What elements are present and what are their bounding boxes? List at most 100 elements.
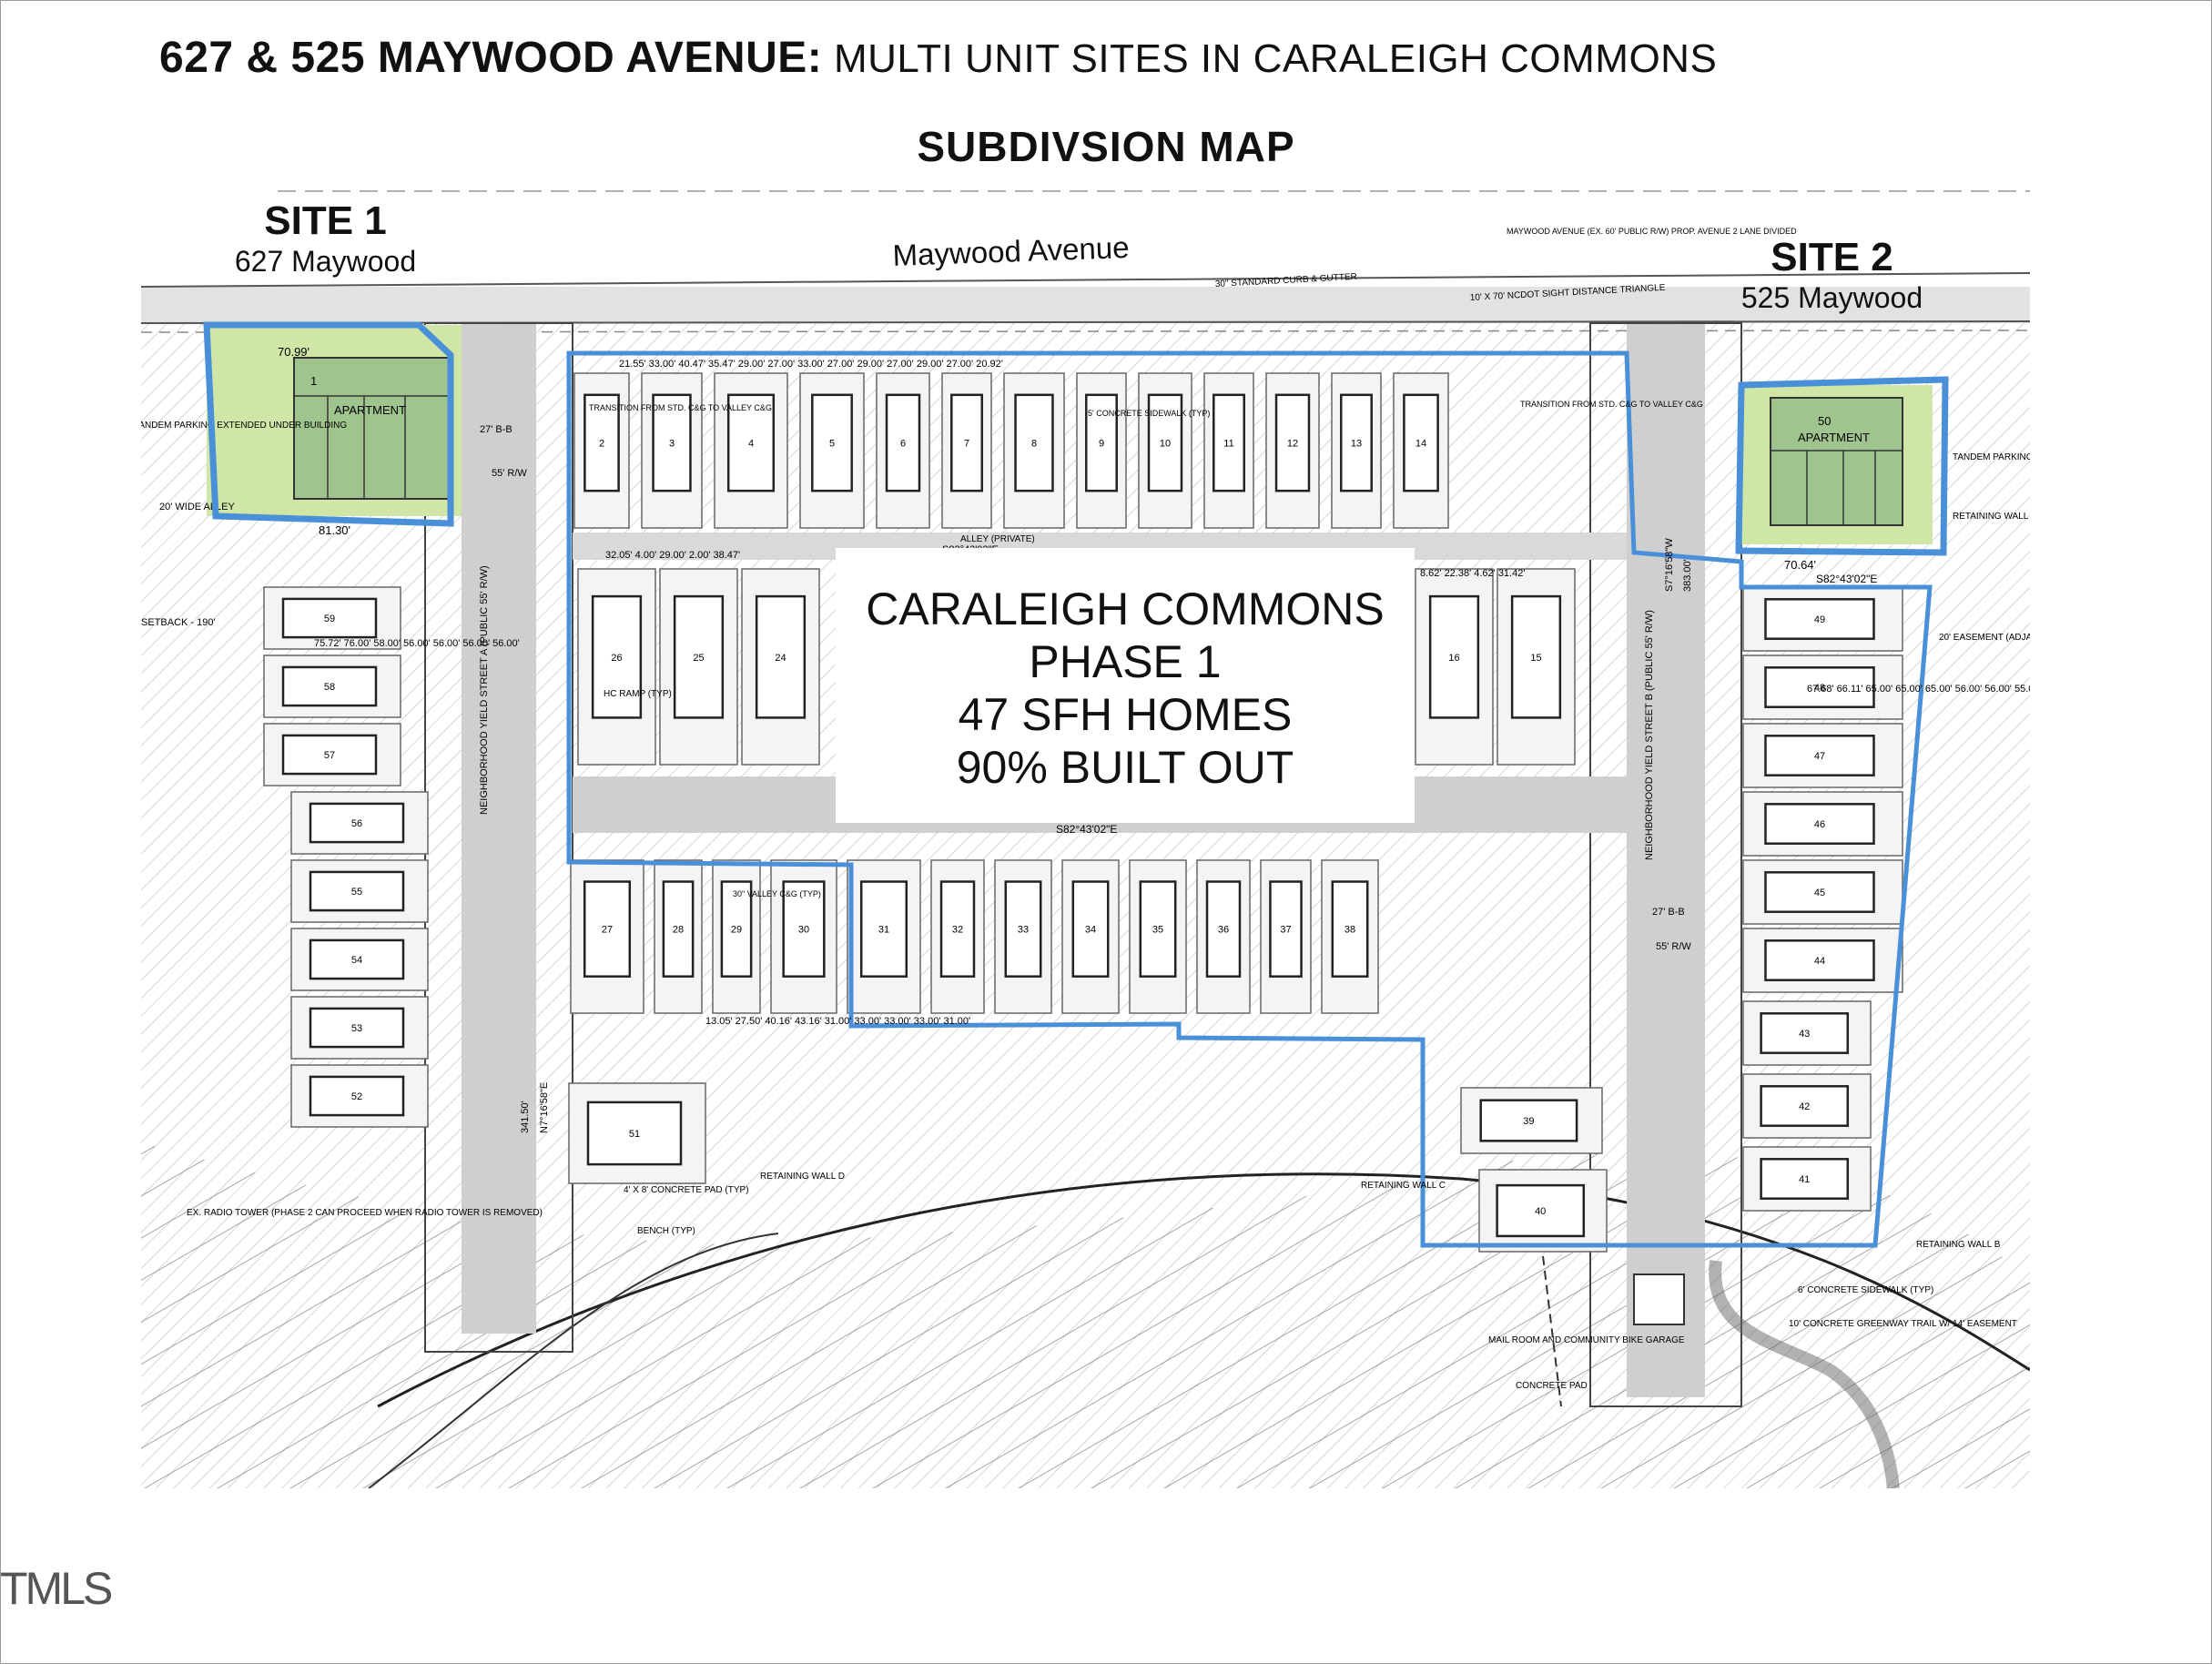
lot-number: 56: [351, 818, 362, 829]
lot-house: [309, 802, 405, 844]
lot-number: 27: [602, 925, 613, 936]
lot-house: [1403, 393, 1439, 492]
lot: 45: [1742, 859, 1903, 925]
svg-text:RETAINING WALL A: RETAINING WALL A: [1953, 512, 2030, 522]
lot-number: 54: [351, 955, 362, 966]
svg-text:5' CONCRETE SIDEWALK (TYP): 5' CONCRETE SIDEWALK (TYP): [1088, 409, 1210, 418]
phase-box-line-4: 90% BUILT OUT: [956, 742, 1294, 793]
svg-text:TANDEM PARKING EXTENDED UNDER: TANDEM PARKING EXTENDED UNDER BUILDING: [1953, 452, 2030, 462]
street-b: [1627, 323, 1705, 1397]
phase-box-line-2: PHASE 1: [1029, 636, 1222, 687]
lot-number: 34: [1085, 925, 1096, 936]
svg-text:32.05' 4.00' 29.00' 2.00: 32.05' 4.00' 29.00' 2.00' 38.47': [605, 550, 740, 561]
site1-boundary: [203, 321, 454, 527]
lot-house: [1085, 393, 1118, 492]
phase-box-line-3: 47 SFH HOMES: [958, 689, 1293, 740]
lot-house: [1147, 393, 1183, 492]
lot-number: 38: [1344, 925, 1355, 936]
lot-house: [950, 393, 983, 492]
site2-building-label: APARTMENT: [1798, 431, 1870, 444]
lot-number: 28: [673, 925, 684, 936]
lot: 37: [1260, 859, 1312, 1014]
lot-house: [885, 393, 921, 492]
lot-house: [662, 880, 695, 978]
radio-tower-easement: [377, 1172, 2030, 1408]
site2-lot-number: 50: [1818, 414, 1831, 428]
lot-number: 42: [1799, 1101, 1810, 1112]
lot: 41: [1742, 1146, 1872, 1212]
svg-text:RETAINING WALL C: RETAINING WALL C: [1361, 1181, 1446, 1191]
lot-number: 25: [693, 653, 704, 664]
svg-text:4' X 8' CONCRETE PAD (TYP): 4' X 8' CONCRETE PAD (TYP): [624, 1185, 749, 1195]
svg-text:N7°16'58"E: N7°16'58"E: [539, 1082, 550, 1133]
lot: 27: [570, 859, 644, 1014]
lot-house: [720, 880, 753, 978]
lot-house: [583, 880, 632, 978]
site2-title: SITE 2 525 Maywood: [1720, 235, 1943, 314]
lot-number: 30: [798, 925, 809, 936]
lot-house: [1510, 594, 1562, 719]
svg-text:6' CONCRETE SIDEWALK (TYP): 6' CONCRETE SIDEWALK (TYP): [1798, 1285, 1933, 1295]
lot-house: [309, 939, 405, 980]
svg-text:21.55' 33.00' 40.47' 35.: 21.55' 33.00' 40.47' 35.47' 29.00' 27.00…: [619, 359, 1003, 370]
svg-text:S82°43'02"E: S82°43'02"E: [1056, 823, 1117, 836]
lot-number: 16: [1448, 653, 1459, 664]
lot-house: [1071, 880, 1110, 978]
site1-building: [293, 357, 450, 500]
lot-number: 7: [964, 439, 969, 450]
lot-number: 5: [829, 439, 835, 450]
svg-text:EX. RADIO TOWER (PHASE 2 CAN P: EX. RADIO TOWER (PHASE 2 CAN PROCEED WHE…: [187, 1208, 543, 1218]
lot: 34: [1061, 859, 1120, 1014]
lot-house: [1764, 735, 1875, 776]
lot-house: [755, 594, 807, 719]
svg-text:20' WIDE ALLEY: 20' WIDE ALLEY: [159, 502, 235, 512]
lot: 58: [263, 654, 401, 718]
site1-address: 627 Maywood: [234, 244, 417, 278]
svg-text:MAIL ROOM AND COMMUNITY BIKE G: MAIL ROOM AND COMMUNITY BIKE GARAGE: [1488, 1335, 1685, 1345]
lot-house: [939, 880, 976, 978]
svg-text:55' R/W: 55' R/W: [492, 468, 527, 479]
lot-number: 51: [629, 1129, 640, 1140]
maywood-avenue-road: [141, 287, 2030, 323]
lot-number: 36: [1218, 925, 1229, 936]
site2-name: SITE 2: [1771, 235, 1893, 279]
lot: 59: [263, 586, 401, 650]
lot-number: 41: [1799, 1174, 1810, 1185]
lot-house: [652, 393, 692, 492]
lot-number: 24: [775, 653, 786, 664]
lot: 2: [573, 372, 630, 529]
svg-text:8.62' 22.38' 4.62' 31.42: 8.62' 22.38' 4.62' 31.42': [1420, 568, 1525, 579]
address-subtitle: MULTI UNIT SITES IN CARALEIGH COMMONS: [834, 36, 1718, 81]
lot: 46: [1742, 791, 1903, 857]
lot-house: [1764, 939, 1875, 981]
lot-number: 33: [1018, 925, 1029, 936]
lot: 51: [568, 1082, 706, 1184]
svg-text:341.50': 341.50': [520, 1101, 531, 1133]
svg-text:20' EASEMENT (ADJACENT PROPERT: 20' EASEMENT (ADJACENT PROPERTY GREENWAY…: [1939, 633, 2030, 643]
site1-name: SITE 1: [264, 198, 387, 243]
lot: 25: [659, 568, 738, 766]
lot-house: [1331, 880, 1369, 978]
lot: 15: [1497, 568, 1576, 766]
lot-house: [1760, 1012, 1850, 1054]
svg-text:NEIGHBORHOOD YIELD STREET A (P: NEIGHBORHOOD YIELD STREET A (PUBLIC 55' …: [479, 565, 490, 815]
lot-house: [1764, 598, 1875, 640]
lot: 12: [1265, 372, 1320, 529]
lot: 53: [290, 996, 429, 1060]
lot: 30: [770, 859, 837, 1014]
lot: 44: [1742, 928, 1903, 993]
lot-number: 29: [731, 925, 742, 936]
lot-number: 47: [1814, 751, 1825, 762]
lot-number: 8: [1031, 439, 1037, 450]
svg-text:67.68' 66.11' 65.00' 65.: 67.68' 66.11' 65.00' 65.00' 65.00' 56.00…: [1807, 684, 2030, 695]
lot: 7: [941, 372, 992, 529]
lot: 28: [654, 859, 703, 1014]
lot-house: [726, 393, 776, 492]
svg-text:81.30': 81.30': [319, 523, 350, 537]
svg-text:10' CONCRETE GREENWAY TRAIL W/: 10' CONCRETE GREENWAY TRAIL W/ 14' EASEM…: [1789, 1319, 2017, 1329]
